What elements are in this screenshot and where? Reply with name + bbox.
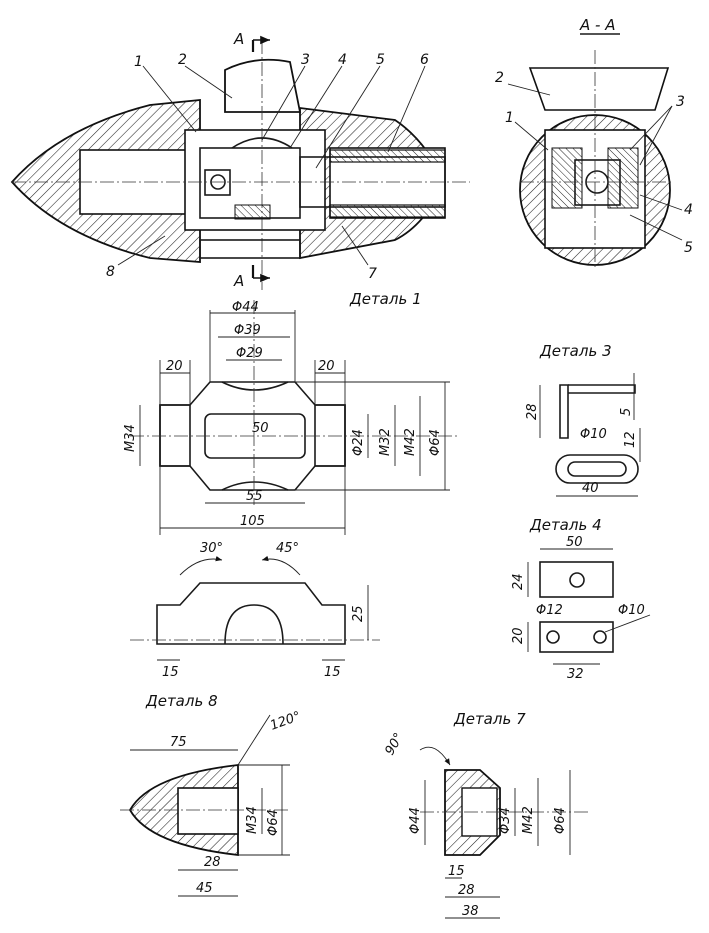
section-callout-3: 3 [676, 94, 685, 110]
dim-m42-d7: M42 [521, 806, 536, 834]
detail-3-drawing [539, 373, 641, 497]
dim-d10-d3: Φ10 [580, 427, 607, 442]
detail-4-drawing [527, 548, 651, 665]
dim-d64-d7: Φ64 [553, 807, 568, 834]
section-mark-bottom: A [233, 272, 244, 290]
dim-d34-d7: Φ34 [498, 807, 513, 834]
dim-50: 50 [252, 421, 269, 436]
dim-38-d7: 38 [462, 904, 479, 919]
callout-1: 1 [134, 54, 143, 70]
dim-5-d3: 5 [619, 408, 634, 416]
section-a-a [507, 33, 683, 270]
dim-45-d8: 45 [196, 881, 213, 896]
callout-4: 4 [338, 52, 347, 68]
dim-d10-d4: Φ10 [618, 603, 645, 618]
dim-15-left: 15 [162, 665, 179, 680]
dim-40-d3: 40 [582, 481, 599, 496]
detail-7-title: Деталь 7 [453, 710, 526, 728]
dim-55: 55 [246, 489, 263, 504]
callout-2: 2 [178, 52, 187, 68]
dim-d29: Φ29 [236, 346, 263, 361]
dim-15-right: 15 [324, 665, 341, 680]
dim-105: 105 [240, 514, 265, 529]
callout-7: 7 [368, 266, 377, 282]
assembly-view [10, 35, 470, 290]
dim-20-d4: 20 [511, 627, 526, 644]
dim-20-left: 20 [166, 359, 183, 374]
dim-20-right: 20 [318, 359, 335, 374]
detail-8-title: Деталь 8 [145, 692, 218, 710]
section-title: A - A [579, 16, 615, 34]
dim-15-d7: 15 [448, 864, 465, 879]
dim-50-d4: 50 [566, 535, 583, 550]
section-callout-5: 5 [684, 240, 693, 256]
detail-8-drawing [120, 714, 290, 897]
dim-120deg-d8: 120° [268, 709, 303, 734]
dim-m32: M32 [378, 428, 393, 456]
callout-6: 6 [420, 52, 429, 68]
section-callout-2: 2 [495, 70, 504, 86]
dim-m34: M34 [123, 424, 138, 452]
dim-d44-d7: Φ44 [408, 807, 423, 834]
callout-5: 5 [376, 52, 385, 68]
dim-25: 25 [351, 605, 366, 622]
dim-d44: Φ44 [232, 300, 259, 315]
dim-d39: Φ39 [234, 323, 261, 338]
detail-3-title: Деталь 3 [539, 342, 612, 360]
dim-90deg-d7: 90° [382, 731, 407, 758]
section-mark-top: A [233, 30, 244, 48]
dim-m42: M42 [403, 428, 418, 456]
dim-32-d4: 32 [567, 667, 584, 682]
dim-75-d8: 75 [170, 735, 187, 750]
callout-3: 3 [301, 52, 310, 68]
detail-4-title: Деталь 4 [529, 516, 602, 534]
dim-m34-d8: M34 [245, 806, 260, 834]
dim-d12-d4: Φ12 [536, 603, 563, 618]
dim-28-d8: 28 [204, 855, 221, 870]
dim-12-d3: 12 [623, 431, 638, 448]
drawing-labels: A A 1 2 3 4 5 6 7 8 A - A 2 1 3 4 5 Дета… [106, 16, 693, 919]
detail-1-title: Деталь 1 [349, 290, 422, 308]
dim-28-d3: 28 [525, 403, 540, 420]
dim-d24: Φ24 [351, 429, 366, 456]
dim-d64: Φ64 [428, 429, 443, 456]
detail-1-drawing [130, 300, 460, 661]
section-callout-4: 4 [684, 202, 693, 218]
section-callout-1: 1 [505, 110, 514, 126]
dim-d64-d8: Φ64 [266, 809, 281, 836]
dim-45deg: 45° [276, 541, 299, 556]
dim-30deg: 30° [200, 541, 223, 556]
dim-24-d4: 24 [511, 573, 526, 590]
dim-28-d7: 28 [458, 883, 475, 898]
detail-7-drawing [419, 746, 590, 919]
callout-8: 8 [106, 264, 115, 280]
